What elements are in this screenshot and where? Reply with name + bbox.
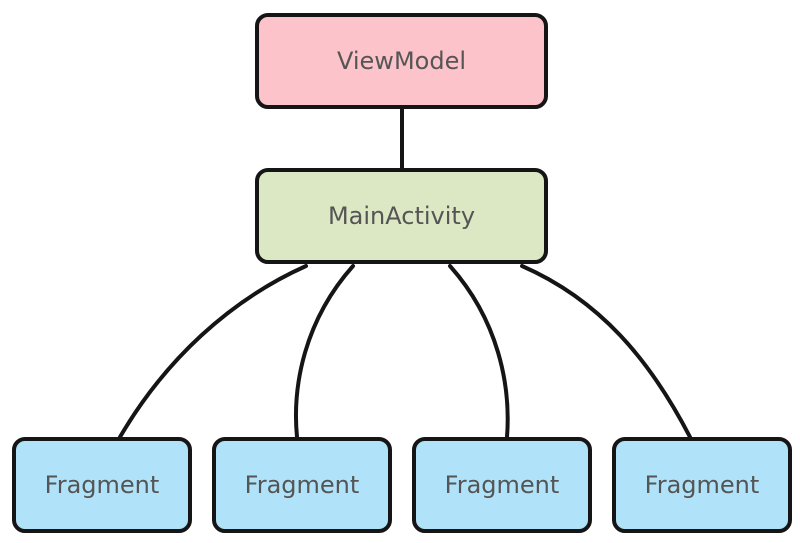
mainactivity-label: MainActivity bbox=[327, 202, 476, 230]
edge-mainactivity-fragment-2 bbox=[294, 264, 355, 439]
fragment-node-1: Fragment bbox=[12, 437, 192, 533]
fragment-label: Fragment bbox=[644, 471, 760, 499]
viewmodel-label: ViewModel bbox=[336, 47, 466, 75]
fragment-node-4: Fragment bbox=[612, 437, 792, 533]
edge-mainactivity-fragment-1 bbox=[118, 264, 308, 439]
fragment-node-2: Fragment bbox=[212, 437, 392, 533]
edge-mainactivity-fragment-3 bbox=[448, 264, 510, 439]
fragment-label: Fragment bbox=[44, 471, 160, 499]
viewmodel-node: ViewModel bbox=[255, 13, 548, 109]
fragment-label: Fragment bbox=[244, 471, 360, 499]
fragment-label: Fragment bbox=[444, 471, 560, 499]
edge-mainactivity-fragment-4 bbox=[520, 264, 692, 439]
mainactivity-node: MainActivity bbox=[255, 168, 548, 264]
fragment-node-3: Fragment bbox=[412, 437, 592, 533]
